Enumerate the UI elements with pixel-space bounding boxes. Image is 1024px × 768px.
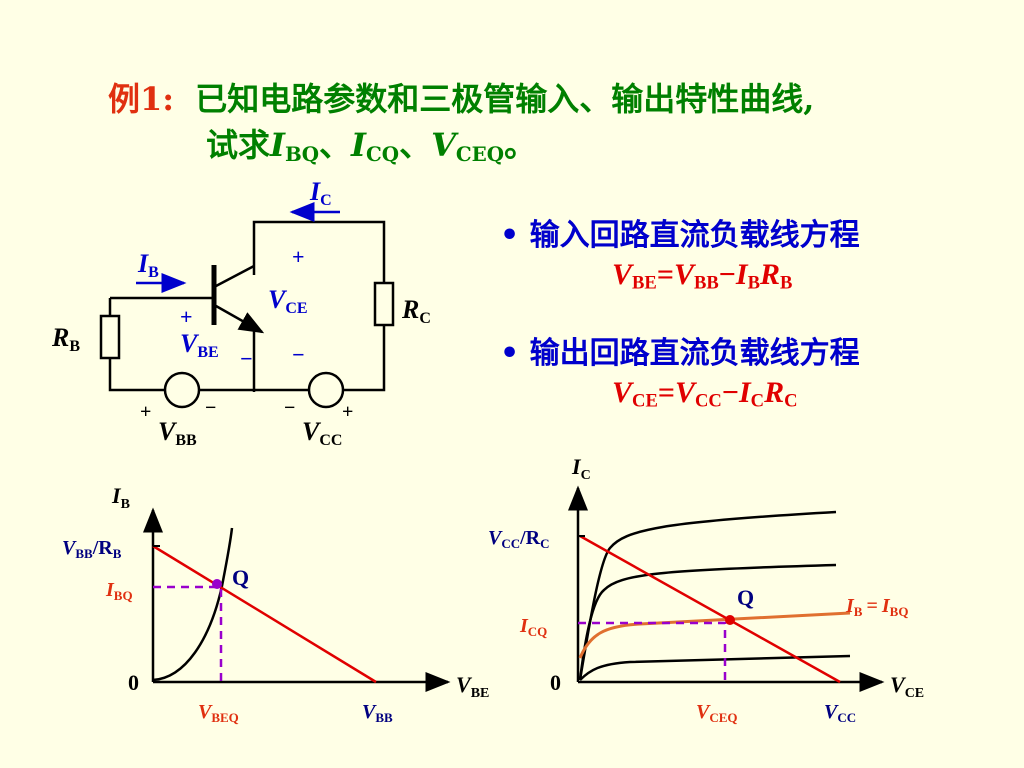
input-q-label: Q (232, 565, 249, 590)
input-ylabel: IB (111, 483, 130, 512)
output-tick-icq: ICQ (519, 615, 547, 639)
label-vbe-minus: − (240, 346, 253, 371)
output-origin: 0 (550, 670, 561, 695)
input-q-dashes (153, 585, 223, 682)
label-vcc: VCC (302, 417, 342, 449)
output-tick-vcc-rc: VCC/RC (488, 527, 550, 551)
label-vbe-plus: + (180, 304, 193, 329)
transistor-collector (215, 264, 255, 288)
label-vcc-minus: − (284, 397, 295, 419)
output-chart-labels: IC VCC/RC ICQ Q IB=IBQ 0 VCE VCEQ VCC (488, 454, 924, 725)
input-origin: 0 (128, 670, 139, 695)
problem-line-2: 试求IBQ、ICQ、VCEQ。 (206, 126, 537, 166)
input-q-point (212, 579, 222, 589)
resistor-rc (373, 281, 395, 327)
source-vbb (163, 371, 201, 409)
output-curve-4 (578, 510, 837, 681)
output-tick-vcc: VCC (824, 701, 856, 725)
bullet-output-loop: • 输出回路直流负载线方程 (500, 336, 860, 371)
label-rb: RB (51, 323, 80, 355)
output-load-line (579, 534, 841, 684)
input-tick-vbb: VBB (362, 701, 393, 725)
transistor-emitter (215, 304, 265, 334)
label-vce: VCE (268, 285, 308, 317)
input-tick-vbb-rb: VBB/RB (62, 537, 122, 561)
label-vce-minus: − (292, 342, 305, 367)
example-label: 例1: (108, 80, 175, 118)
label-vbb-plus: + (140, 401, 151, 423)
label-vbb: VBB (158, 417, 197, 449)
output-curve-3 (578, 563, 837, 681)
equation-output-loop: VCE=VCC−ICRC (612, 376, 798, 412)
output-curve-ibq (578, 611, 851, 659)
wire-collector (252, 220, 386, 392)
input-tick-ibq: IBQ (105, 579, 133, 603)
problem-statement: 例1: 已知电路参数和三极管输入、输出特性曲线, (108, 74, 814, 120)
output-tick-vceq: VCEQ (696, 701, 738, 725)
circuit-diagram (99, 220, 395, 409)
output-characteristic-chart (568, 485, 885, 692)
output-xlabel: VCE (890, 672, 924, 701)
output-ylabel: IC (571, 454, 591, 483)
input-xlabel: VBE (456, 672, 489, 701)
source-vcc (307, 371, 345, 409)
label-vce-plus: + (292, 244, 305, 269)
label-vcc-plus: + (342, 401, 353, 423)
equation-input-loop: VBE=VBB−IBRB (612, 258, 793, 294)
bullet-output-text: 输出回路直流负载线方程 (529, 336, 860, 371)
label-ib: IB (137, 249, 159, 281)
label-vbe: VBE (180, 329, 219, 361)
label-vbb-minus: − (205, 397, 216, 419)
output-curve-label: IB=IBQ (845, 595, 908, 619)
label-ic: IC (309, 177, 332, 209)
resistor-rb (99, 314, 121, 360)
label-rc: RC (401, 295, 431, 327)
output-curve-1 (579, 654, 851, 681)
problem-line-1: 已知电路参数和三极管输入、输出特性曲线, (195, 80, 815, 118)
circuit-labels: IC IB + VCE − + VBE − RB RC + − VBB − + … (51, 177, 431, 449)
input-characteristic-chart (143, 507, 451, 692)
output-q-label: Q (737, 585, 754, 610)
output-q-point (725, 615, 735, 625)
bullet-input-text: 输入回路直流负载线方程 (529, 218, 860, 253)
bullet-input-loop: • 输入回路直流负载线方程 (500, 218, 860, 253)
input-load-line (152, 544, 377, 684)
input-tick-vbeq: VBEQ (198, 701, 239, 725)
output-q-dashes (578, 621, 727, 682)
input-iv-curve (152, 527, 234, 682)
input-chart-labels: IB VBB/RB IBQ Q 0 VBE VBEQ VBB (62, 483, 489, 725)
